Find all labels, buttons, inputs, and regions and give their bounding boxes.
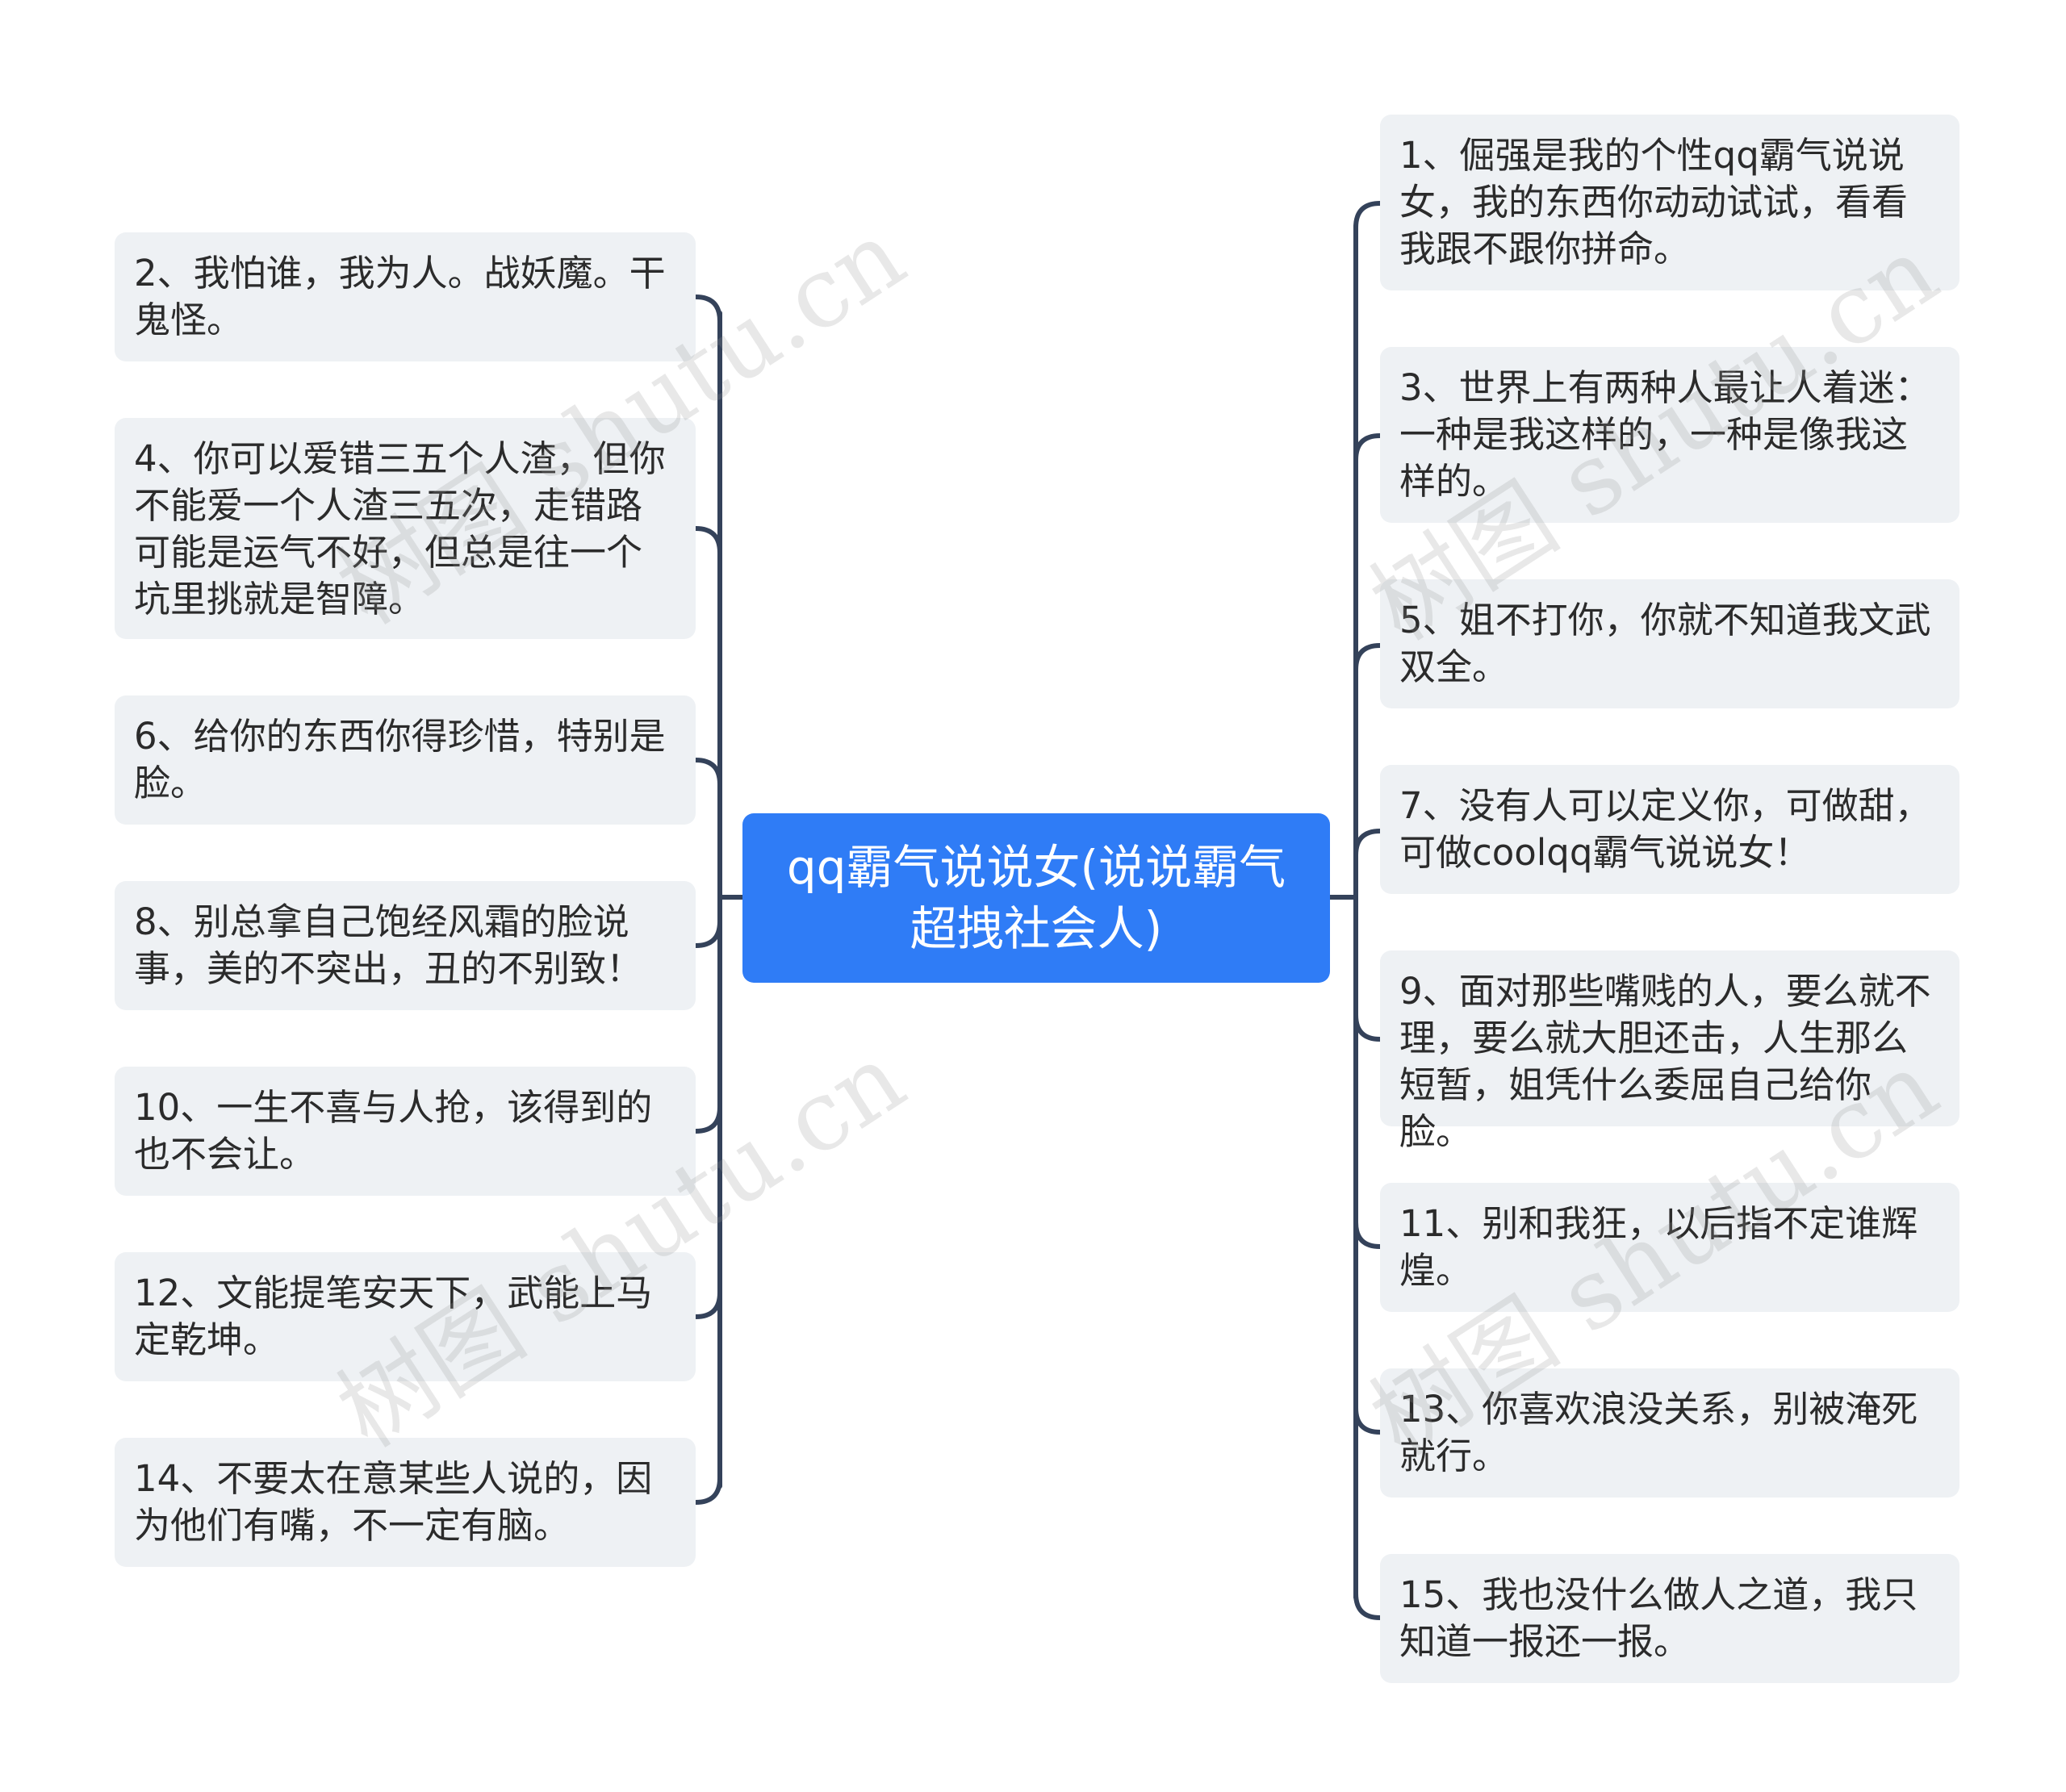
topic-node-15[interactable]: 15、我也没什么做人之道，我只知道一报还一报。 [1380, 1554, 1959, 1683]
topic-node-11-text: 11、别和我狂，以后指不定谁辉煌。 [1399, 1202, 1918, 1292]
connector-left-1 [693, 294, 722, 324]
topic-node-12-text: 12、文能提笔安天下，武能上马定乾坤。 [134, 1272, 653, 1361]
topic-node-7[interactable]: 7、没有人可以定义你，可做甜，可做coolqq霸气说说女！ [1380, 765, 1959, 894]
connector-right-8 [1353, 1591, 1382, 1620]
connector-right-7 [1353, 1406, 1382, 1435]
topic-node-14[interactable]: 14、不要太在意某些人说的，因为他们有嘴，不一定有脑。 [115, 1438, 696, 1567]
topic-node-11[interactable]: 11、别和我狂，以后指不定谁辉煌。 [1380, 1183, 1959, 1312]
topic-node-2-text: 2、我怕谁，我为人。战妖魔。干鬼怪。 [134, 252, 666, 341]
topic-node-12[interactable]: 12、文能提笔安天下，武能上马定乾坤。 [115, 1252, 696, 1381]
topic-node-4-text: 4、你可以爱错三五个人渣，但你不能爱一个人渣三五次，走错路可能是运气不好，但总是… [134, 437, 666, 620]
topic-node-8-text: 8、别总拿自己饱经风霜的脸说事，美的不突出，丑的不别致！ [134, 900, 643, 990]
topic-node-13[interactable]: 13、你喜欢浪没关系，别被淹死就行。 [1380, 1368, 1959, 1498]
topic-node-5-text: 5、姐不打你，你就不知道我文武双全。 [1399, 599, 1931, 688]
topic-node-2[interactable]: 2、我怕谁，我为人。战妖魔。干鬼怪。 [115, 232, 696, 361]
topic-node-7-text: 7、没有人可以定义你，可做甜，可做coolqq霸气说说女！ [1399, 784, 1931, 874]
connector-left-3 [693, 758, 722, 787]
connector-left-7 [693, 1476, 722, 1505]
topic-node-6[interactable]: 6、给你的东西你得珍惜，特别是脸。 [115, 695, 696, 825]
topic-node-13-text: 13、你喜欢浪没关系，别被淹死就行。 [1399, 1388, 1918, 1477]
root-topic-label: qq霸气说说女(说说霸气超拽社会人) [786, 840, 1286, 956]
root-topic[interactable]: qq霸气说说女(说说霸气超拽社会人) [742, 813, 1330, 983]
topic-node-10[interactable]: 10、一生不喜与人抢，该得到的也不会让。 [115, 1067, 696, 1196]
connector-left-4 [693, 919, 722, 948]
topic-node-5[interactable]: 5、姐不打你，你就不知道我文武双全。 [1380, 579, 1959, 708]
topic-node-1-text: 1、倔强是我的个性qq霸气说说女，我的东西你动动试试，看看我跟不跟你拼命。 [1399, 134, 1909, 270]
topic-node-3-text: 3、世界上有两种人最让人着迷：一种是我这样的，一种是像我这样的。 [1399, 366, 1931, 503]
topic-node-15-text: 15、我也没什么做人之道，我只知道一报还一报。 [1399, 1573, 1918, 1663]
connector-left-2 [693, 526, 722, 555]
connector-left-5 [693, 1105, 722, 1134]
topic-node-10-text: 10、一生不喜与人抢，该得到的也不会让。 [134, 1086, 653, 1176]
connector-right-2 [1353, 433, 1382, 462]
topic-node-8[interactable]: 8、别总拿自己饱经风霜的脸说事，美的不突出，丑的不别致！ [115, 881, 696, 1010]
connector-right-5 [1353, 1013, 1382, 1042]
connector-right-1 [1353, 201, 1382, 230]
topic-node-1[interactable]: 1、倔强是我的个性qq霸气说说女，我的东西你动动试试，看看我跟不跟你拼命。 [1380, 115, 1959, 290]
connector-right-3 [1353, 643, 1382, 672]
connector-left-6 [693, 1290, 722, 1319]
connector-right-4 [1353, 829, 1382, 858]
topic-node-6-text: 6、给你的东西你得珍惜，特别是脸。 [134, 715, 666, 804]
topic-node-9-text: 9、面对那些嘴贱的人，要么就不理，要么就大胆还击，人生那么短暂，姐凭什么委屈自己… [1399, 970, 1931, 1153]
topic-node-3[interactable]: 3、世界上有两种人最让人着迷：一种是我这样的，一种是像我这样的。 [1380, 347, 1959, 523]
connector-right-6 [1353, 1220, 1382, 1249]
topic-node-9[interactable]: 9、面对那些嘴贱的人，要么就不理，要么就大胆还击，人生那么短暂，姐凭什么委屈自己… [1380, 950, 1959, 1153]
topic-node-4[interactable]: 4、你可以爱错三五个人渣，但你不能爱一个人渣三五次，走错路可能是运气不好，但总是… [115, 418, 696, 639]
topic-node-14-text: 14、不要太在意某些人说的，因为他们有嘴，不一定有脑。 [134, 1457, 653, 1547]
